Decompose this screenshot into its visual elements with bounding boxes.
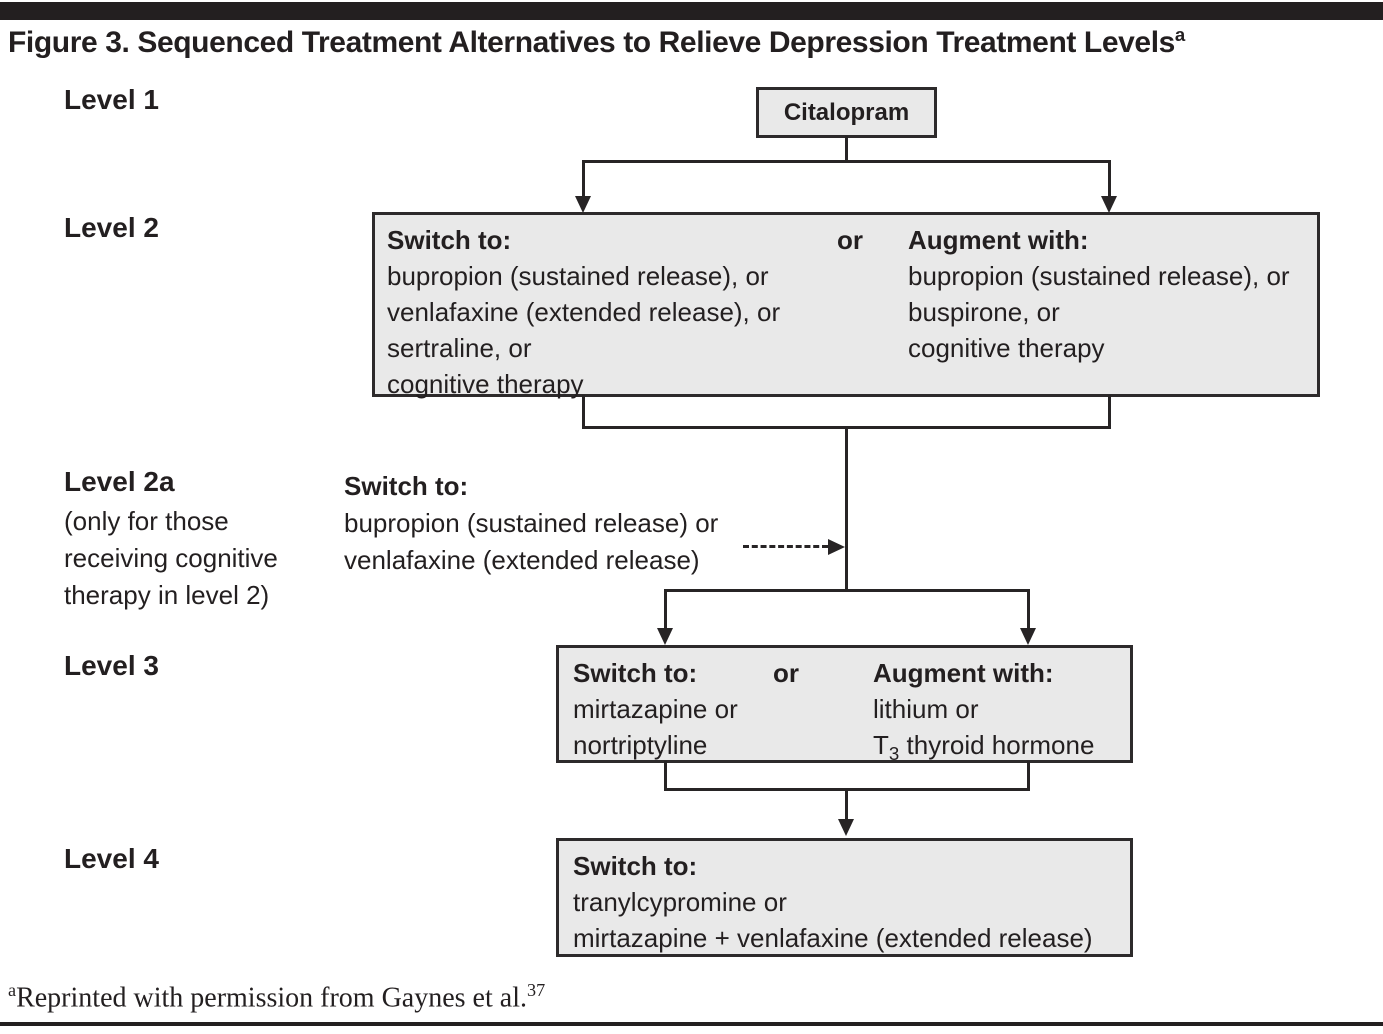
- footnote: aReprinted with permission from Gaynes e…: [8, 980, 545, 1014]
- switch-heading: Switch to:: [573, 851, 698, 881]
- switch-item: mirtazapine + venlafaxine (extended rele…: [573, 923, 1093, 953]
- augment-item: lithium or: [873, 694, 979, 724]
- top-rule: [0, 2, 1383, 20]
- figure-title-superscript: a: [1174, 24, 1185, 45]
- switch-heading: Switch to:: [387, 225, 512, 255]
- switch-item: bupropion (sustained release) or: [344, 508, 719, 538]
- arrow-down-icon: [1101, 196, 1117, 213]
- augment-item: bupropion (sustained release), or: [908, 261, 1290, 291]
- figure-title-text: Figure 3. Sequenced Treatment Alternativ…: [8, 26, 1175, 59]
- connector-l2-left-exit: [582, 395, 585, 429]
- switch-heading: Switch to:: [573, 658, 698, 688]
- switch-item: tranylcypromine or: [573, 887, 787, 917]
- connector-l1-right-drop: [1108, 160, 1111, 198]
- connector-l3-left-drop: [664, 589, 667, 629]
- switch-item: mirtazapine or: [573, 694, 738, 724]
- connector-l4-stem: [845, 788, 848, 821]
- level-4-switch-column: Switch to: tranylcypromine or mirtazapin…: [573, 848, 1093, 956]
- citalopram-box-text: Citalopram: [783, 98, 910, 126]
- or-label: or: [773, 658, 799, 688]
- connector-l1-left-drop: [582, 160, 585, 198]
- augment-item: buspirone, or: [908, 297, 1060, 327]
- switch-item: sertraline, or: [387, 333, 532, 363]
- arrow-down-icon: [838, 819, 854, 836]
- connector-main-spine: [845, 426, 848, 592]
- arrow-down-icon: [1020, 628, 1036, 645]
- switch-heading: Switch to:: [344, 471, 469, 501]
- or-label: or: [837, 225, 863, 255]
- arrow-down-icon: [575, 196, 591, 213]
- augment-item-t3: T3 thyroid hormone: [873, 727, 1094, 772]
- connector-l3-left-exit: [664, 761, 667, 791]
- level-2a-label: Level 2a: [64, 466, 175, 497]
- dashed-connector-l2a: [743, 545, 828, 548]
- augment-heading: Augment with:: [873, 658, 1054, 688]
- level-2a-note-line: therapy in level 2): [64, 580, 270, 610]
- level-3-augment-column: Augment with: lithium or T3 thyroid horm…: [873, 655, 1094, 772]
- level-2-augment-column: Augment with: bupropion (sustained relea…: [908, 222, 1290, 366]
- figure-title: Figure 3. Sequenced Treatment Alternativ…: [8, 24, 1380, 60]
- switch-item: venlafaxine (extended release): [344, 545, 700, 575]
- switch-item: bupropion (sustained release), or: [387, 261, 769, 291]
- switch-item: venlafaxine (extended release), or: [387, 297, 781, 327]
- level-2a-note-line: receiving cognitive: [64, 543, 278, 573]
- switch-item: cognitive therapy: [387, 369, 584, 399]
- augment-item: cognitive therapy: [908, 333, 1105, 363]
- connector-l1-stem: [845, 136, 848, 162]
- level-2a-note: (only for those receiving cognitive ther…: [64, 503, 278, 614]
- connector-l1-split: [582, 160, 1111, 163]
- t3-subscript: 3: [888, 743, 900, 765]
- augment-heading: Augment with:: [908, 225, 1089, 255]
- t3-suffix: thyroid hormone: [899, 730, 1095, 760]
- level-4-box: Switch to: tranylcypromine or mirtazapin…: [556, 838, 1133, 957]
- switch-item: nortriptyline: [573, 730, 708, 760]
- level-2a-note-line: (only for those: [64, 506, 229, 536]
- arrow-down-icon: [657, 628, 673, 645]
- level-3-label: Level 3: [64, 650, 159, 681]
- level-4-label: Level 4: [64, 843, 159, 874]
- footnote-text: Reprinted with permission from Gaynes et…: [16, 982, 527, 1014]
- level-2a-switch-block: Switch to: bupropion (sustained release)…: [344, 468, 718, 579]
- level-3-box: Switch to: mirtazapine or nortriptyline …: [556, 645, 1133, 764]
- t3-prefix: T: [873, 730, 889, 760]
- footnote-reference: 37: [526, 980, 546, 1000]
- arrow-right-icon: [828, 539, 845, 555]
- citalopram-box: Citalopram: [756, 87, 937, 138]
- level-3-switch-column: Switch to: mirtazapine or nortriptyline: [573, 655, 738, 763]
- connector-l3-right-exit: [1027, 761, 1030, 791]
- footnote-marker: a: [8, 980, 17, 1000]
- level-1-label: Level 1: [64, 84, 159, 115]
- level-2-box: Switch to: bupropion (sustained release)…: [372, 212, 1320, 399]
- connector-l2-right-exit: [1108, 395, 1111, 429]
- level-2-label: Level 2: [64, 212, 159, 243]
- bottom-rule: [0, 1022, 1383, 1026]
- level-2-switch-column: Switch to: bupropion (sustained release)…: [387, 222, 780, 402]
- connector-l3-right-drop: [1027, 589, 1030, 629]
- connector-l3-split: [664, 589, 1030, 592]
